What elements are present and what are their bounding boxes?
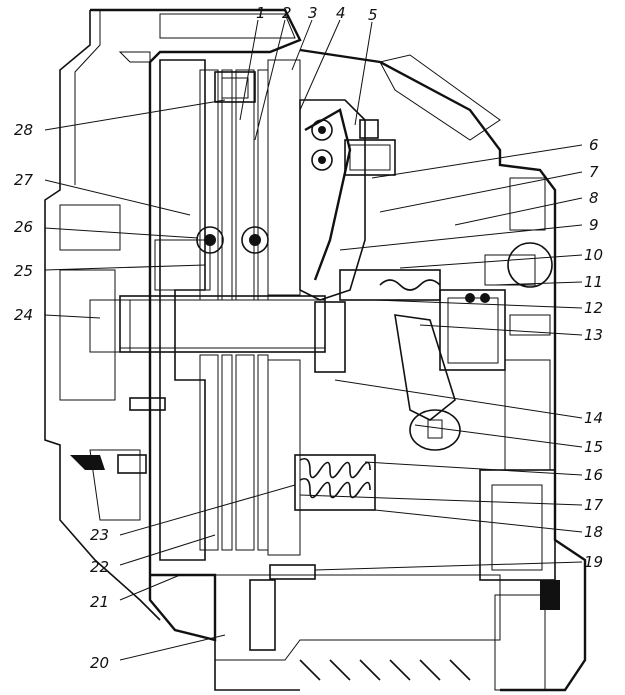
callout-3: 3 <box>308 4 318 22</box>
callout-11: 11 <box>584 273 603 291</box>
callout-28: 28 <box>14 121 33 139</box>
callout-8: 8 <box>589 189 599 207</box>
callout-27: 27 <box>14 171 34 189</box>
clutch-disc-pack <box>196 59 301 556</box>
pressure-spring <box>294 454 376 511</box>
clutch-housing <box>44 8 587 692</box>
callout-1: 1 <box>256 4 266 22</box>
callout-10: 10 <box>584 246 603 264</box>
callout-17: 17 <box>584 496 604 514</box>
engine-block-section <box>59 204 141 521</box>
callout-16: 16 <box>584 466 603 484</box>
callout-24: 24 <box>14 306 33 324</box>
callout-5: 5 <box>368 6 378 24</box>
callout-26: 26 <box>14 218 33 236</box>
callout-15: 15 <box>584 438 603 456</box>
bottom-bolts <box>117 397 316 651</box>
callout-20: 20 <box>90 654 109 672</box>
callout-18: 18 <box>584 523 603 541</box>
callout-13: 13 <box>584 326 603 344</box>
leader-lines <box>44 19 583 661</box>
callout-25: 25 <box>14 262 33 280</box>
callout-22: 22 <box>90 558 109 576</box>
release-lever <box>299 99 396 301</box>
callout-21: 21 <box>90 593 109 611</box>
callout-23: 23 <box>90 526 109 544</box>
callout-labels: 1 2 3 4 5 6 7 8 9 10 11 12 13 14 15 16 1… <box>14 4 604 672</box>
callout-19: 19 <box>584 553 603 571</box>
gearbox-cover <box>379 54 560 610</box>
callout-9: 9 <box>589 216 599 234</box>
flywheel <box>154 59 211 561</box>
callout-6: 6 <box>589 136 599 154</box>
callout-12: 12 <box>584 299 603 317</box>
callout-2: 2 <box>282 4 292 22</box>
callout-4: 4 <box>336 4 346 22</box>
release-bearing <box>339 269 506 451</box>
callout-7: 7 <box>589 163 599 181</box>
callout-14: 14 <box>584 409 603 427</box>
